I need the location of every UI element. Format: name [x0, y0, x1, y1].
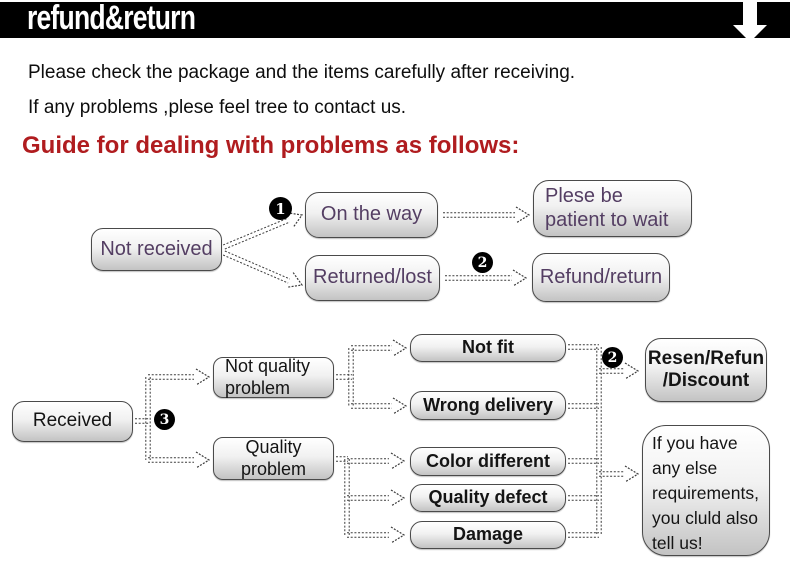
badge-2-icon: 2 — [472, 252, 493, 273]
node-not-quality-problem: Not quality problem — [213, 356, 334, 398]
badge-2b-icon: 2 — [602, 347, 623, 368]
node-plese-be-patient: Plese be patient to wait — [533, 180, 692, 237]
node-quality-defect: Quality defect — [410, 484, 566, 512]
node-returned-lost: Returned/lost — [305, 255, 440, 301]
node-color-different: Color different — [410, 447, 566, 476]
node-wrong-delivery: Wrong delivery — [410, 391, 566, 420]
header-bar — [0, 2, 790, 38]
node-on-the-way: On the way — [305, 192, 438, 238]
node-refund-return: Refund/return — [532, 253, 670, 302]
node-quality-problem: Quality problem — [213, 437, 334, 480]
node-not-fit: Not fit — [410, 334, 566, 362]
node-resen-refun-discount: Resen/Refun /Discount — [645, 338, 767, 402]
down-arrow-icon — [733, 2, 767, 42]
node-not-received: Not received — [91, 228, 222, 271]
guide-heading: Guide for dealing with problems as follo… — [22, 132, 520, 159]
badge-1-icon: 1 — [269, 197, 292, 220]
page-title: refund&return — [27, 0, 196, 37]
badge-3-icon: 3 — [154, 409, 175, 430]
intro-line-2: If any problems ,plese feel tree to cont… — [28, 97, 407, 118]
node-damage: Damage — [410, 521, 566, 549]
intro-line-1: Please check the package and the items c… — [28, 62, 576, 83]
node-requirements-note: If you have any else requirements, you c… — [642, 425, 770, 556]
node-received: Received — [12, 401, 133, 442]
